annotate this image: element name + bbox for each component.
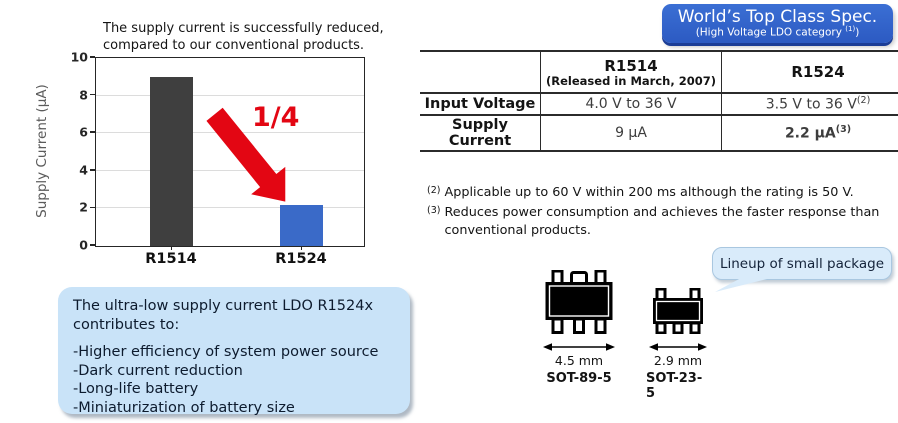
y-tick-mark [90, 56, 95, 58]
y-tick-mark [90, 244, 95, 246]
bar-r1524 [280, 204, 323, 246]
reduction-arrow-icon [206, 107, 286, 202]
benefit-item: -Long-life battery [73, 381, 199, 398]
package-callout: Lineup of small package [712, 247, 892, 292]
header-r1524: R1524 [721, 50, 898, 94]
package-width-label: 2.9 mm [653, 353, 703, 368]
cell-value-highlight: 2.2 µA [784, 125, 836, 142]
width-arrow-icon [649, 343, 707, 351]
benefits-intro-line2: contributes to: [73, 316, 180, 333]
footnote-2-marker: (2) [427, 185, 441, 196]
package-sot-89-5: 4.5 mm SOT-89-5 [538, 270, 620, 386]
package-width-label: 4.5 mm [554, 353, 604, 368]
row-label-input-voltage: Input Voltage [420, 92, 541, 116]
package-callout-text: Lineup of small package [719, 255, 885, 272]
spec-table: R1514 (Released in March, 2007) R1524 In… [420, 50, 898, 152]
x-tick-mark [170, 246, 172, 250]
badge-subtitle-close: ) [855, 26, 860, 39]
package-name: SOT-23-5 [646, 371, 703, 401]
footnote-ref: (3) [835, 124, 852, 136]
benefits-intro-line1: The ultra-low supply current LDO R1524x [73, 298, 374, 314]
cell-value: 3.5 V to 36 V [765, 96, 857, 113]
benefit-item: -Dark current reduction [73, 362, 243, 379]
chart-caption-line2: compared to our conventional products. [103, 37, 365, 53]
table-header-row: R1514 (Released in March, 2007) R1524 [420, 50, 898, 94]
cell-r1514-input-voltage: 4.0 V to 36 V [540, 92, 722, 116]
header-r1524-name: R1524 [791, 63, 845, 81]
package-name: SOT-89-5 [546, 371, 612, 386]
cell-r1524-supply-current: 2.2 µA(3) [721, 114, 898, 152]
gridline [96, 94, 364, 96]
y-tick-label: 6 [79, 124, 88, 140]
y-tick-mark [90, 131, 95, 133]
y-tick-label: 8 [79, 87, 88, 103]
bar-r1514 [150, 76, 193, 246]
package-sot-23-5: 2.9 mm SOT-23-5 [646, 270, 710, 401]
badge-subtitle-text: (High Voltage LDO category [695, 26, 846, 39]
y-tick-label: 0 [79, 237, 88, 253]
y-tick-label: 4 [79, 162, 88, 178]
benefit-item: -Higher efficiency of system power sourc… [73, 343, 379, 360]
header-empty-cell [420, 50, 541, 94]
badge-title: World’s Top Class Spec. [677, 7, 878, 27]
footnote-2: (2) Applicable up to 60 V within 200 ms … [427, 184, 885, 201]
bar-chart-plot: 1/4 [95, 57, 365, 247]
badge-footnote-ref: (1) [845, 25, 856, 33]
table-row: Supply Current 9 µA 2.2 µA(3) [420, 114, 898, 152]
benefits-box: The ultra-low supply current LDO R1524x … [58, 287, 410, 416]
badge-subtitle: (High Voltage LDO category (1)) [662, 25, 893, 39]
footnote-3: (3) Reduces power consumption and achiev… [427, 204, 885, 239]
footnote-ref: (2) [856, 95, 871, 107]
y-tick-mark [90, 93, 95, 96]
header-r1514: R1514 (Released in March, 2007) [540, 50, 722, 94]
y-tick-mark [90, 206, 95, 209]
gridline [96, 169, 364, 171]
header-r1514-sub: (Released in March, 2007) [546, 73, 716, 88]
sot-89-5-package-icon [545, 270, 613, 334]
top-spec-badge: World’s Top Class Spec. (High Voltage LD… [662, 4, 893, 43]
footnotes: (2) Applicable up to 60 V within 200 ms … [427, 184, 885, 242]
y-tick-label: 2 [79, 199, 88, 215]
reduction-ratio-label: 1/4 [252, 102, 300, 133]
cell-r1514-supply-current: 9 µA [540, 114, 722, 152]
width-arrow-icon [543, 343, 615, 351]
x-tick-mark [300, 246, 302, 250]
row-label-supply-current: Supply Current [420, 114, 541, 152]
cell-r1524-input-voltage: 3.5 V to 36 V(2) [721, 92, 898, 116]
header-r1514-name: R1514 [604, 56, 658, 75]
table-row: Input Voltage 4.0 V to 36 V 3.5 V to 36 … [420, 92, 898, 116]
benefit-item: -Miniaturization of battery size [73, 400, 295, 417]
y-tick-mark [90, 169, 95, 171]
footnote-2-text: Applicable up to 60 V within 200 ms alth… [444, 185, 854, 200]
chart-caption: The supply current is successfully reduc… [103, 21, 384, 54]
x-category-r1514: R1514 [145, 251, 197, 267]
callout-tail [715, 278, 771, 292]
benefits-list: -Higher efficiency of system power sourc… [73, 343, 395, 418]
y-axis-title: Supply Current (µA) [34, 84, 50, 218]
y-tick-label: 10 [70, 49, 88, 65]
sot-23-5-package-icon [653, 288, 703, 334]
footnote-3-marker: (3) [427, 205, 441, 217]
chart-caption-line1: The supply current is successfully reduc… [103, 21, 384, 36]
x-category-r1524: R1524 [275, 251, 327, 267]
footnote-3-text: Reduces power consumption and achieves t… [444, 205, 880, 238]
gridline [96, 207, 364, 209]
